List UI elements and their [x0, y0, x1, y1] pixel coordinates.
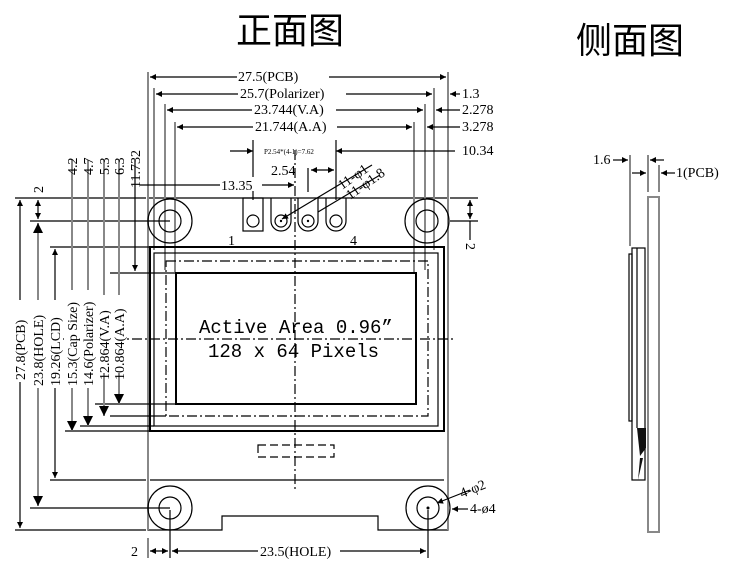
- pixels-label: 128 x 64 Pixels: [208, 341, 379, 363]
- dim-pcb-width-label: 27.5(PCB): [238, 70, 299, 85]
- dim-aa-height-label: 10.864(A.A): [113, 308, 128, 380]
- dim-4-7-label: 4.7: [82, 158, 97, 176]
- dim-lcd-height-label: 19.26(LCD): [49, 317, 64, 386]
- dim-11-732-label: 11.732: [129, 150, 144, 188]
- viewing-area-outline: [165, 260, 429, 417]
- dim-1-3-label: 1.3: [462, 87, 480, 102]
- side-view: [628, 155, 660, 533]
- mount-hole-leader: [436, 489, 471, 504]
- dim-aa-width-label: 21.744(A.A): [255, 120, 327, 135]
- dim-top-2-label: 2: [32, 186, 47, 193]
- front-view-title: 正面图: [236, 11, 344, 52]
- pin-pad-leader: [317, 174, 381, 213]
- dim-4-2-label: 4.2: [66, 158, 81, 176]
- side-fpc-tail: [638, 458, 643, 480]
- dim-2-278-label: 2.278: [462, 103, 494, 118]
- side-fpc-bend: [637, 428, 646, 456]
- ic-outline: [257, 444, 335, 458]
- dim-polarizer-width-label: 25.7(Polarizer): [240, 87, 325, 102]
- dim-va-width-label: 23.744(V.A): [254, 103, 324, 118]
- side-pcb-thickness-label: 1(PCB): [676, 166, 719, 181]
- mount-pad-callout: 4-ø4: [470, 502, 496, 517]
- pin-1-label: 1: [228, 234, 235, 249]
- dim-right-2-label: 2: [462, 243, 477, 250]
- dim-pcb-height-label: 27.8(PCB): [14, 319, 29, 380]
- dim-polarizer-height-label: 14.6(Polarizer): [82, 301, 97, 386]
- side-polarizer: [628, 253, 633, 422]
- side-pcb: [647, 196, 660, 533]
- dim-3-278-label: 3.278: [462, 120, 494, 135]
- mount-hole-top-right: [404, 198, 450, 244]
- active-area-label: Active Area 0.96”: [199, 317, 393, 339]
- side-total-thickness-label: 1.6: [593, 153, 611, 168]
- pin-3: [297, 198, 319, 232]
- mount-hole-callout: 4-φ2: [458, 478, 488, 502]
- dim-pitch-label: P2.54*(4-1)=7.62: [264, 148, 314, 156]
- pin-1: [242, 197, 264, 232]
- dim-10-34-label: 10.34: [462, 144, 494, 159]
- side-view-title: 侧面图: [576, 21, 684, 62]
- pin-4: [325, 198, 347, 232]
- dim-cap-height-label: 15.3(Cap Size): [66, 302, 81, 386]
- pin-hole-leader: [281, 164, 373, 220]
- dim-va-height-label: 12.864(V.A): [98, 310, 113, 380]
- dim-hole-edge-label: 2: [131, 545, 138, 560]
- pin-4-label: 4: [350, 234, 357, 249]
- dim-6-3-label: 6.3: [113, 158, 128, 176]
- dim-hole-spacing-label: 23.5(HOLE): [260, 545, 331, 560]
- dim-13-35-label: 13.35: [221, 179, 253, 194]
- dim-hole-height-label: 23.8(HOLE): [32, 315, 47, 386]
- dim-5-3-label: 5.3: [98, 158, 113, 176]
- pin-2: [270, 198, 292, 232]
- dim-pin-pitch-label: 2.54: [271, 164, 296, 179]
